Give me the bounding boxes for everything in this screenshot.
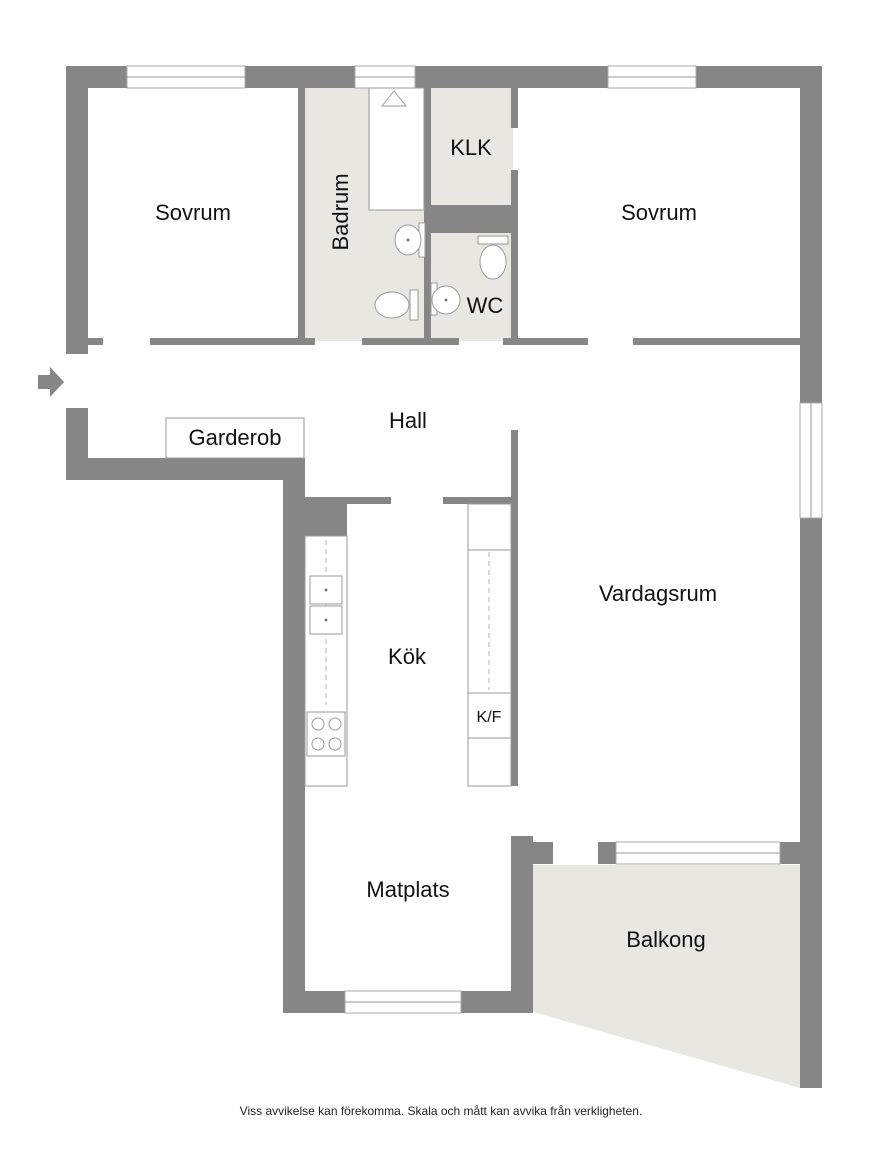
- room-label-sovrum-left: Sovrum: [155, 200, 231, 225]
- room-label-hall: Hall: [389, 408, 427, 433]
- room-label-badrum: Badrum: [328, 173, 353, 250]
- room-label-wc: WC: [467, 293, 504, 318]
- shower-icon: [368, 87, 425, 211]
- kitchen-counter-right: [467, 503, 512, 787]
- sink-double-icon: [309, 575, 343, 635]
- fridge-freezer: [467, 692, 512, 739]
- balcony-floor: [533, 865, 800, 1088]
- disclaimer-text: Viss avvikelse kan förekomma. Skala och …: [239, 1104, 643, 1118]
- room-label-balkong: Balkong: [626, 927, 706, 952]
- room-label-sovrum-right: Sovrum: [621, 200, 697, 225]
- room-label-matplats: Matplats: [366, 877, 449, 902]
- wardrobe: [165, 417, 305, 459]
- windows: [126, 65, 823, 1014]
- room-label-kf: K/F: [477, 709, 502, 726]
- stove-icon: [306, 711, 346, 757]
- wc-sink-icon: [430, 282, 461, 316]
- entrance-arrow-icon: [38, 354, 88, 408]
- room-label-klk: KLK: [450, 135, 492, 160]
- toilet-icon: [374, 289, 419, 321]
- interior-walls: [88, 88, 800, 786]
- sink-icon: [394, 222, 426, 258]
- wc-toilet-icon: [477, 235, 509, 280]
- room-label-vardagsrum: Vardagsrum: [599, 581, 717, 606]
- room-label-kok: Kök: [388, 644, 427, 669]
- room-label-garderob: Garderob: [189, 425, 282, 450]
